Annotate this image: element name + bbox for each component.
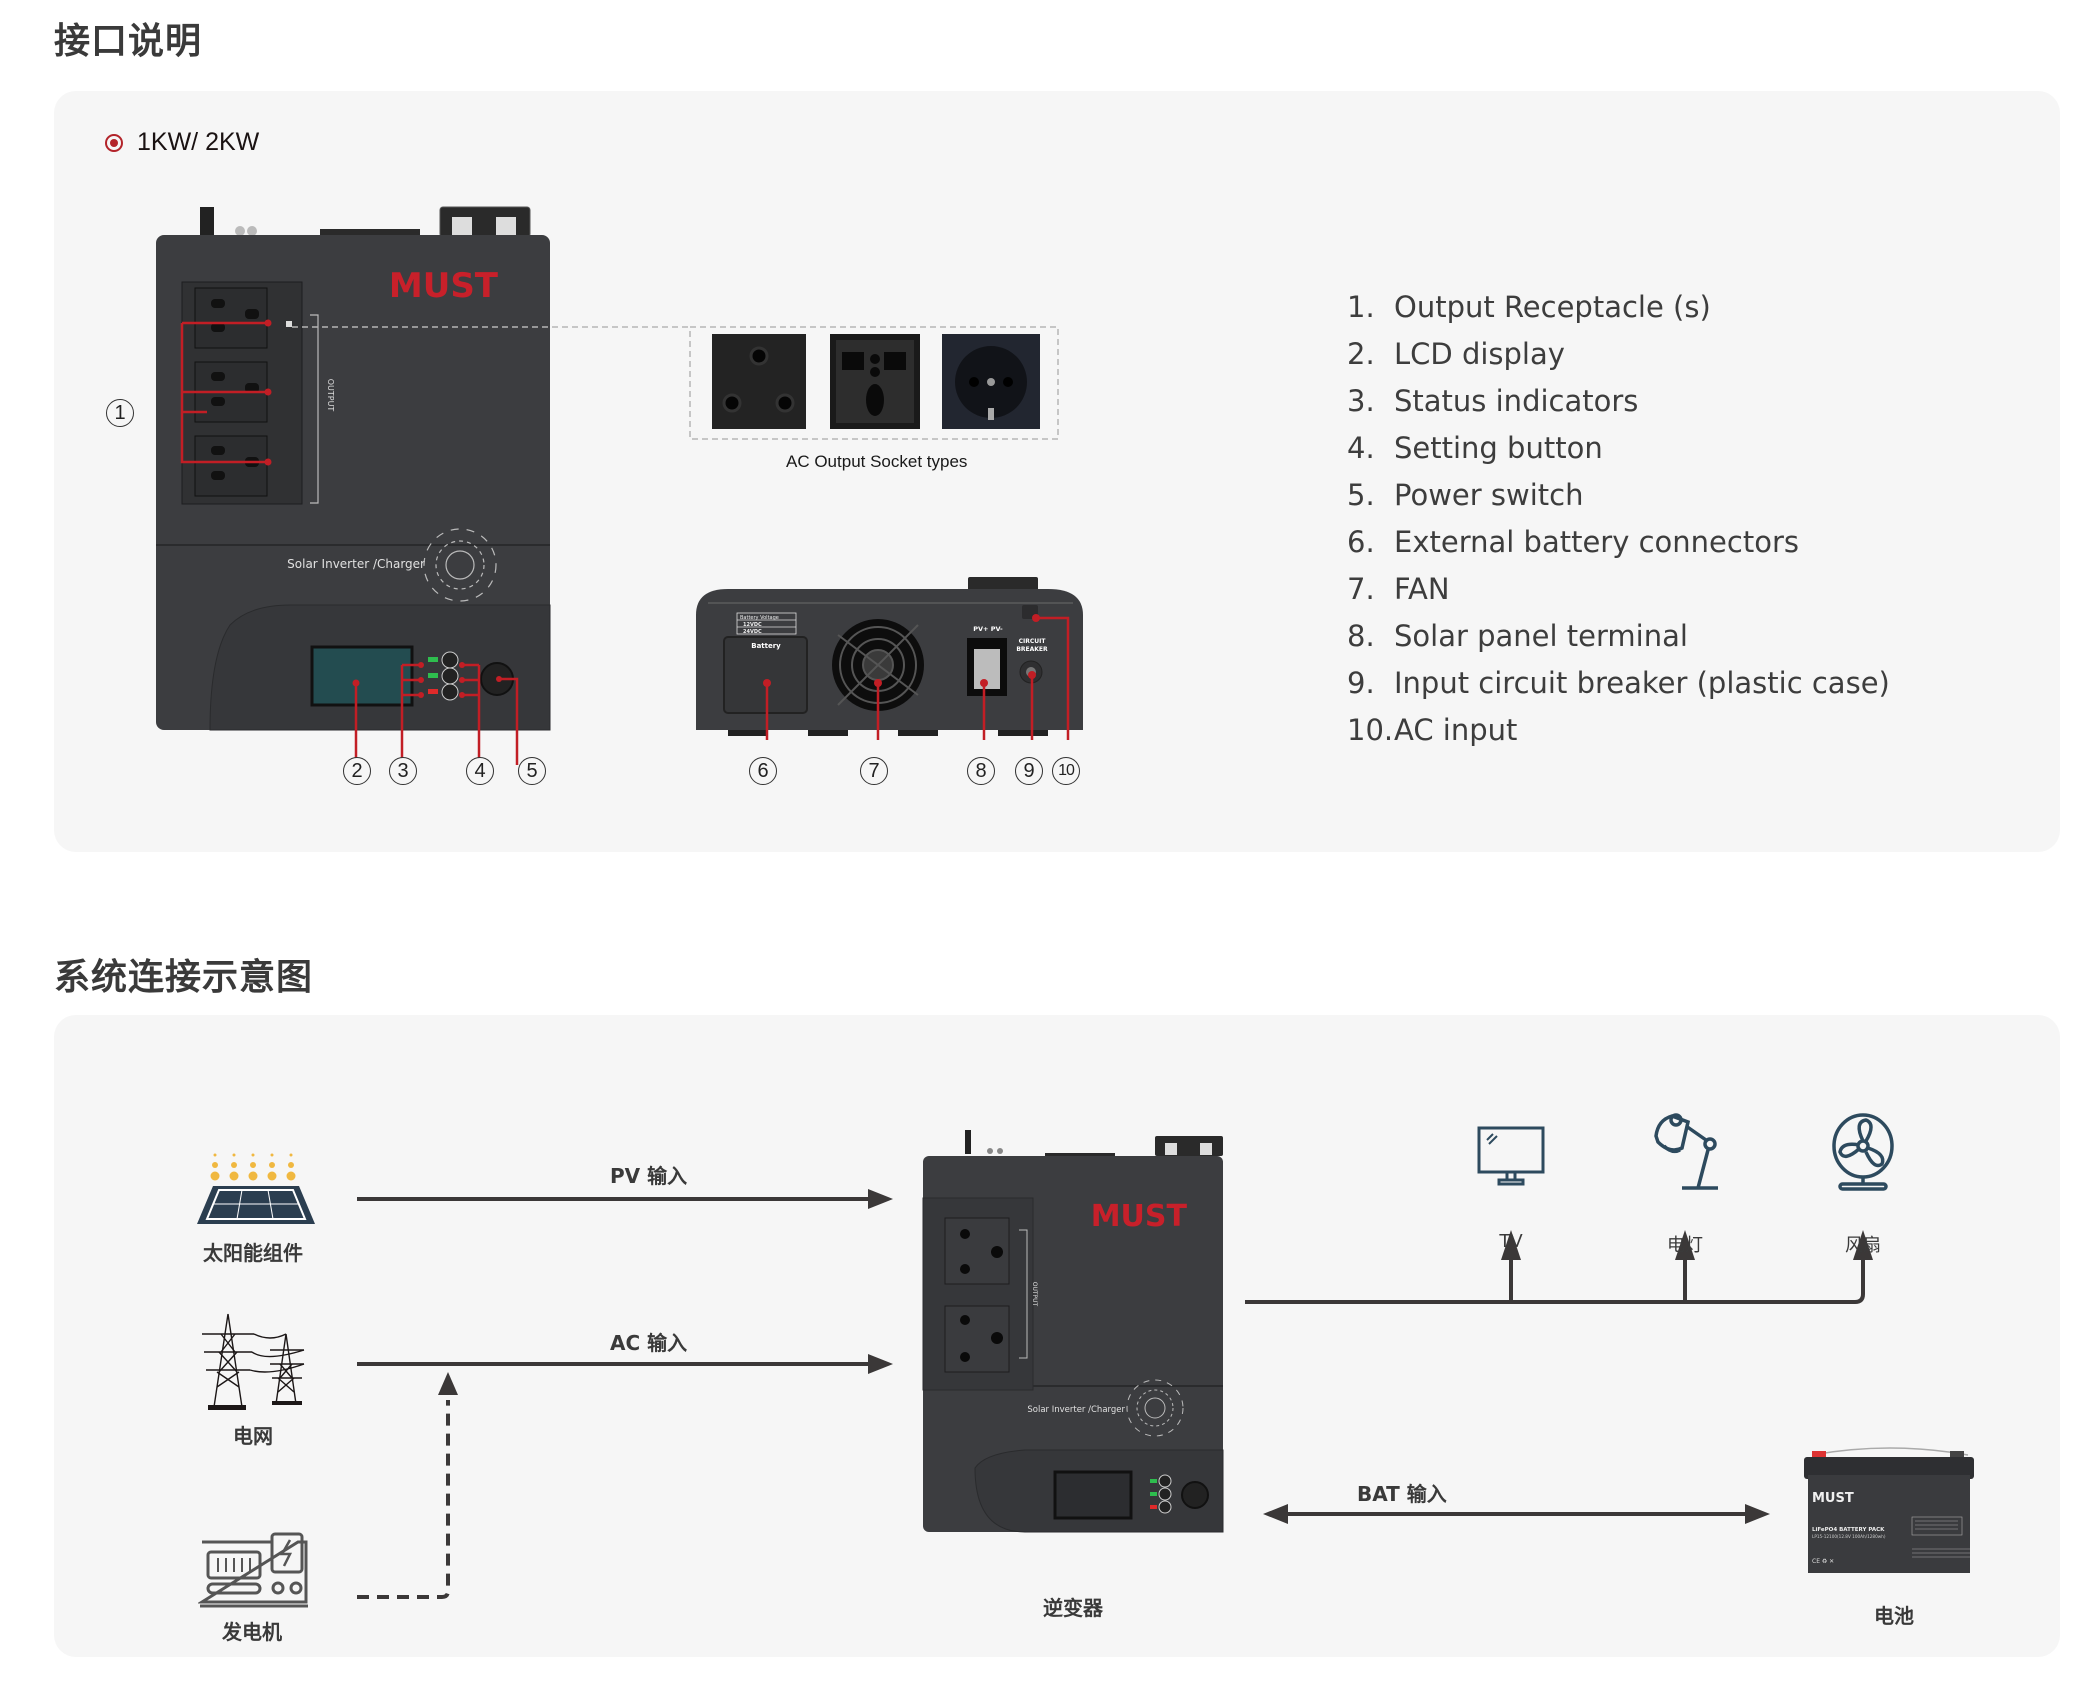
diagram-output-socket (944, 1305, 1010, 1373)
lamp-icon (1654, 1113, 1718, 1190)
callout-7: 7 (860, 757, 888, 785)
setting-button (441, 667, 459, 685)
callout-2: 2 (343, 757, 371, 785)
legend-item: 6.External battery connectors (1347, 525, 1799, 559)
callout-4: 4 (466, 757, 494, 785)
socket-types (712, 334, 1040, 429)
svg-text:24VDC: 24VDC (743, 629, 762, 635)
legend-item: 1.Output Receptacle (s) (1347, 290, 1711, 324)
socket-link-dashes (292, 326, 1059, 440)
legend-item: 4.Setting button (1347, 431, 1603, 465)
diagram-inverter-illustration: MUST OUTPUT Solar Inverter /Charger (922, 1130, 1224, 1533)
load-label-fan: 风扇 (1845, 1235, 1881, 1256)
callout-1: 1 (106, 399, 134, 427)
svg-text:CE ♻ ✕: CE ♻ ✕ (1812, 1558, 1834, 1565)
load-label-lamp: 电灯 (1667, 1235, 1703, 1256)
diagram-brand-logo: MUST (1091, 1199, 1188, 1234)
svg-text:Battery: Battery (751, 642, 781, 650)
legend-item: 7.FAN (1347, 572, 1450, 606)
legend-item: 9.Input circuit breaker (plastic case) (1347, 666, 1890, 700)
ac-input-label: AC 输入 (610, 1331, 688, 1355)
solar-label: 太阳能组件 (203, 1241, 303, 1265)
model-option[interactable]: 1KW/ 2KW (105, 128, 259, 157)
socket-type-universal (830, 334, 920, 429)
battery-voltage-table: Battery Voltage 12VDC 24VDC (736, 612, 797, 635)
vent-pattern-icon (423, 528, 497, 602)
grid-label: 电网 (233, 1424, 273, 1448)
legend-item: 10.AC input (1347, 713, 1518, 747)
top-cable (200, 207, 214, 235)
brand-logo: MUST (389, 266, 499, 306)
battery-model-text: LP15-12100(12.8V 100Ah/1280wh) (1812, 1534, 1886, 1539)
setting-button (441, 683, 459, 701)
svg-text:12VDC: 12VDC (743, 622, 762, 628)
battery-label: 电池 (1874, 1604, 1914, 1628)
output-socket (194, 435, 268, 497)
bat-input-label: BAT 输入 (1357, 1482, 1447, 1506)
load-label-tv: TV (1499, 1231, 1523, 1252)
callout-3: 3 (389, 757, 417, 785)
product-text: Solar Inverter /Charger (287, 557, 425, 571)
legend-item: 5.Power switch (1347, 478, 1584, 512)
diagram-product-text: Solar Inverter /Charger (1027, 1405, 1125, 1415)
battery-pack-text: LiFePO4 BATTERY PACK (1812, 1527, 1885, 1533)
socket-type-schuko (942, 334, 1040, 429)
output-socket (194, 287, 268, 349)
diagram-output-socket (944, 1217, 1010, 1285)
battery-connector-cover (723, 636, 808, 714)
callout-10: 10 (1052, 757, 1080, 785)
fan-grille-icon (828, 615, 928, 715)
section-title-interface: 接口说明 (54, 21, 203, 62)
callout-5: 5 (518, 757, 546, 785)
diagram-lcd (1053, 1470, 1133, 1520)
legend-item: 3.Status indicators (1347, 384, 1639, 418)
callout-8: 8 (967, 757, 995, 785)
interface-legend-list: 1.Output Receptacle (s) 2.LCD display 3.… (1347, 284, 1890, 754)
section-title-system: 系统连接示意图 (54, 957, 314, 998)
callout-9: 9 (1015, 757, 1043, 785)
callout-6: 6 (749, 757, 777, 785)
tv-icon (1477, 1126, 1545, 1186)
socket-type-3pin-round (712, 334, 806, 429)
radio-selected-icon[interactable] (105, 133, 123, 152)
inverter-front-illustration: MUST OUTPUT Solar Inverter /Charger (156, 206, 551, 765)
lcd-display (310, 645, 414, 707)
svg-text:Battery Voltage: Battery Voltage (740, 615, 779, 621)
legend-item: 8.Solar panel terminal (1347, 619, 1688, 653)
socket-types-caption: AC Output Socket types (786, 452, 968, 471)
setting-button (441, 651, 459, 669)
battery-illustration: MUST LiFePO4 BATTERY PACK LP15-12100(12.… (1804, 1447, 1974, 1573)
svg-text:BREAKER: BREAKER (1016, 646, 1048, 653)
svg-text:CIRCUIT: CIRCUIT (1019, 638, 1047, 645)
pv-label: PV+ PV- (973, 625, 1003, 633)
generator-icon (198, 1532, 308, 1608)
svg-text:OUTPUT: OUTPUT (1031, 1282, 1038, 1307)
generator-label: 发电机 (222, 1620, 282, 1644)
grid-tower-icon (202, 1313, 305, 1410)
inverter-label: 逆变器 (1043, 1596, 1103, 1620)
model-option-label: 1KW/ 2KW (137, 128, 260, 156)
inverter-rear-illustration: Battery Voltage 12VDC 24VDC Battery PV+ … (696, 577, 1083, 740)
solar-panel-icon (197, 1153, 315, 1224)
pv-input-label: PV 输入 (610, 1164, 688, 1188)
fan-icon (1832, 1113, 1894, 1191)
battery-brand: MUST (1812, 1491, 1854, 1506)
legend-item: 2.LCD display (1347, 337, 1565, 371)
output-label: OUTPUT (326, 379, 335, 412)
